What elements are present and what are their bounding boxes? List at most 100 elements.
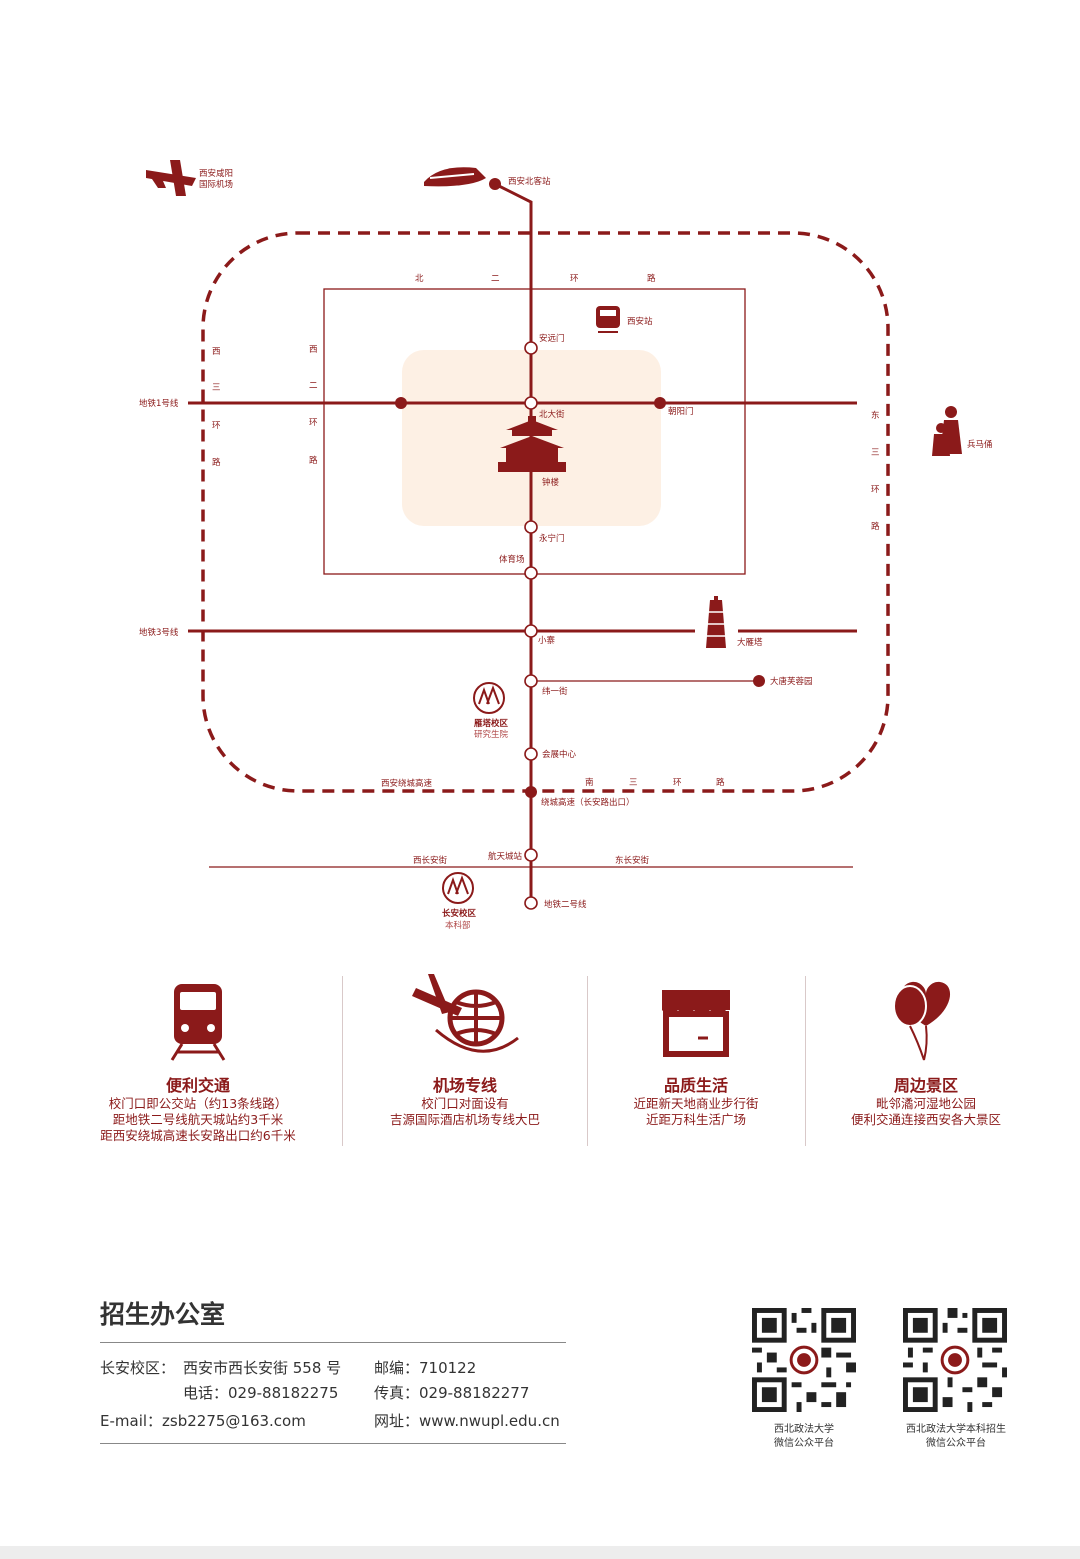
divider-top (100, 1342, 566, 1343)
label-north-bus: 西安北客站 (508, 176, 551, 187)
station-metro2-end (524, 896, 538, 910)
station-xiaozhai (524, 624, 538, 638)
train-icon (170, 984, 226, 1061)
feature-line: 校门口即公交站（约13条线路） (108, 1096, 288, 1111)
qr-caption-line: 西北政法大学 (774, 1424, 834, 1435)
feature-line: 距西安绕城高速长安路出口约6千米 (100, 1128, 296, 1143)
station-hangtiancheng (524, 848, 538, 862)
ring-south3-3: 路 (716, 777, 725, 788)
label-metro2: 地铁二号线 (544, 899, 587, 910)
station-tiyuchang (524, 566, 538, 580)
feature-title: 机场专线 (432, 1076, 497, 1095)
qr-caption-line: 微信公众平台 (774, 1438, 834, 1449)
label-datang: 大唐芙蓉园 (770, 676, 813, 687)
high-speed-train-icon (424, 167, 486, 187)
station-beidajie (524, 396, 538, 410)
label-hangtiancheng: 航天城站 (488, 851, 523, 862)
fax: 传真：029-88182277 (374, 1384, 530, 1402)
label-beidajie: 北大街 (539, 409, 565, 420)
phone: 电话：029-88182275 (183, 1384, 339, 1402)
qr-caption-admissions: 西北政法大学本科招生 微信公众平台 (876, 1423, 1036, 1451)
feature-airport: 机场专线 校门口对面设有 吉源国际酒店机场专线大巴 (355, 968, 575, 1128)
airplane-icon (146, 160, 196, 196)
feature-title: 便利交通 (165, 1076, 230, 1095)
feature-line: 近距新天地商业步行街 (633, 1096, 759, 1111)
pagoda-icon (704, 596, 728, 648)
west3-0: 西 (212, 347, 221, 357)
east3-2: 环 (871, 485, 880, 495)
west3-1: 三 (212, 383, 221, 393)
terracotta-warrior-icon (932, 406, 962, 456)
metro-line-2 (494, 182, 533, 904)
feature-line: 校门口对面设有 (421, 1096, 509, 1111)
ring-north2-0: 北 (415, 274, 424, 284)
west2-1: 二 (309, 381, 318, 391)
feature-line: 毗邻潏河湿地公园 (875, 1096, 976, 1111)
ring-south3-0: 南 (585, 777, 594, 788)
west3-3: 路 (212, 457, 221, 468)
label-metro3: 地铁3号线 (139, 627, 179, 638)
shop-icon (662, 990, 730, 1057)
label-airport-2: 国际机场 (199, 179, 233, 190)
label-anyuanmen: 安远门 (539, 333, 565, 344)
label-changan-campus: 长安校区 (442, 908, 477, 919)
address: 西安市西长安街 558 号 (183, 1359, 342, 1377)
label-metro1: 地铁1号线 (139, 398, 179, 409)
changan-campus-logo (442, 872, 474, 904)
label-bell-tower: 钟楼 (542, 477, 560, 488)
label-yanta-campus: 雁塔校区 (474, 718, 509, 729)
train-station-icon (596, 306, 620, 333)
qr-caption-line: 微信公众平台 (926, 1438, 986, 1449)
email[interactable]: E-mail：zsb2275@163.com (100, 1412, 306, 1430)
feature-divider (587, 976, 588, 1146)
west2-3: 路 (309, 455, 318, 466)
station-huizhan (524, 747, 538, 761)
office-title: 招生办公室 (100, 1300, 226, 1329)
west2-0: 西 (309, 345, 318, 355)
label-weiyijie: 纬一街 (542, 686, 568, 697)
west2-2: 环 (309, 418, 318, 428)
label-ring-highway: 西安绕城高速 (381, 778, 433, 789)
feature-transport: 便利交通 校门口即公交站（约13条线路） 距地铁二号线航天城站约3千米 距西安绕… (88, 980, 308, 1144)
qr-code-official (752, 1308, 856, 1412)
campus-label: 长安校区： (100, 1359, 176, 1377)
label-xian-station: 西安站 (627, 316, 653, 327)
label-huizhan: 会展中心 (542, 749, 577, 760)
plane-globe-icon (412, 974, 519, 1053)
qr-code-admissions (903, 1308, 1007, 1412)
west3-2: 环 (212, 421, 221, 431)
ring-south3-1: 三 (629, 778, 638, 788)
ring-south3-2: 环 (673, 778, 682, 788)
yanta-campus-logo (473, 682, 505, 714)
label-changan-sub: 本科部 (445, 920, 471, 931)
feature-divider (342, 976, 343, 1146)
feature-title: 品质生活 (663, 1076, 728, 1095)
label-tiyuchang: 体育场 (499, 554, 525, 565)
label-dayanta: 大雁塔 (737, 637, 763, 648)
label-airport-1: 西安咸阳 (199, 168, 233, 179)
feature-life: 品质生活 近距新天地商业步行街 近距万科生活广场 (586, 986, 806, 1128)
third-ring-road (201, 231, 890, 793)
label-east-changan: 东长安街 (615, 855, 650, 866)
east3-3: 路 (871, 521, 880, 532)
divider-bottom (100, 1443, 566, 1444)
station-anyuanmen (524, 341, 538, 355)
qr-caption-line: 西北政法大学本科招生 (906, 1424, 1006, 1435)
ring-north2-2: 环 (570, 274, 579, 284)
qr-caption-official: 西北政法大学 微信公众平台 (724, 1423, 884, 1451)
station-yongningmen (524, 520, 538, 534)
east3-0: 东 (871, 410, 880, 421)
station-weiyijie (524, 674, 538, 688)
campus-location-map: 西安咸阳 国际机场 西安北客站 北 二 环 路 西安站 安远门 北大街 朝阳门 … (139, 160, 993, 931)
feature-scenic: 周边景区 毗邻潏河湿地公园 便利交通连接西安各大景区 (816, 976, 1036, 1128)
label-chaoyangmen: 朝阳门 (668, 406, 694, 417)
website[interactable]: 网址：www.nwupl.edu.cn (374, 1412, 560, 1430)
label-yongningmen: 永宁门 (539, 533, 565, 544)
feature-line: 便利交通连接西安各大景区 (850, 1112, 1001, 1127)
balloon-icon (893, 981, 951, 1061)
label-xiaozhai: 小寨 (538, 635, 556, 646)
feature-divider (805, 976, 806, 1146)
label-ring-exit: 绕城高速（长安路出口） (541, 797, 635, 808)
east3-1: 三 (871, 448, 880, 458)
feature-line: 吉源国际酒店机场专线大巴 (389, 1112, 540, 1127)
